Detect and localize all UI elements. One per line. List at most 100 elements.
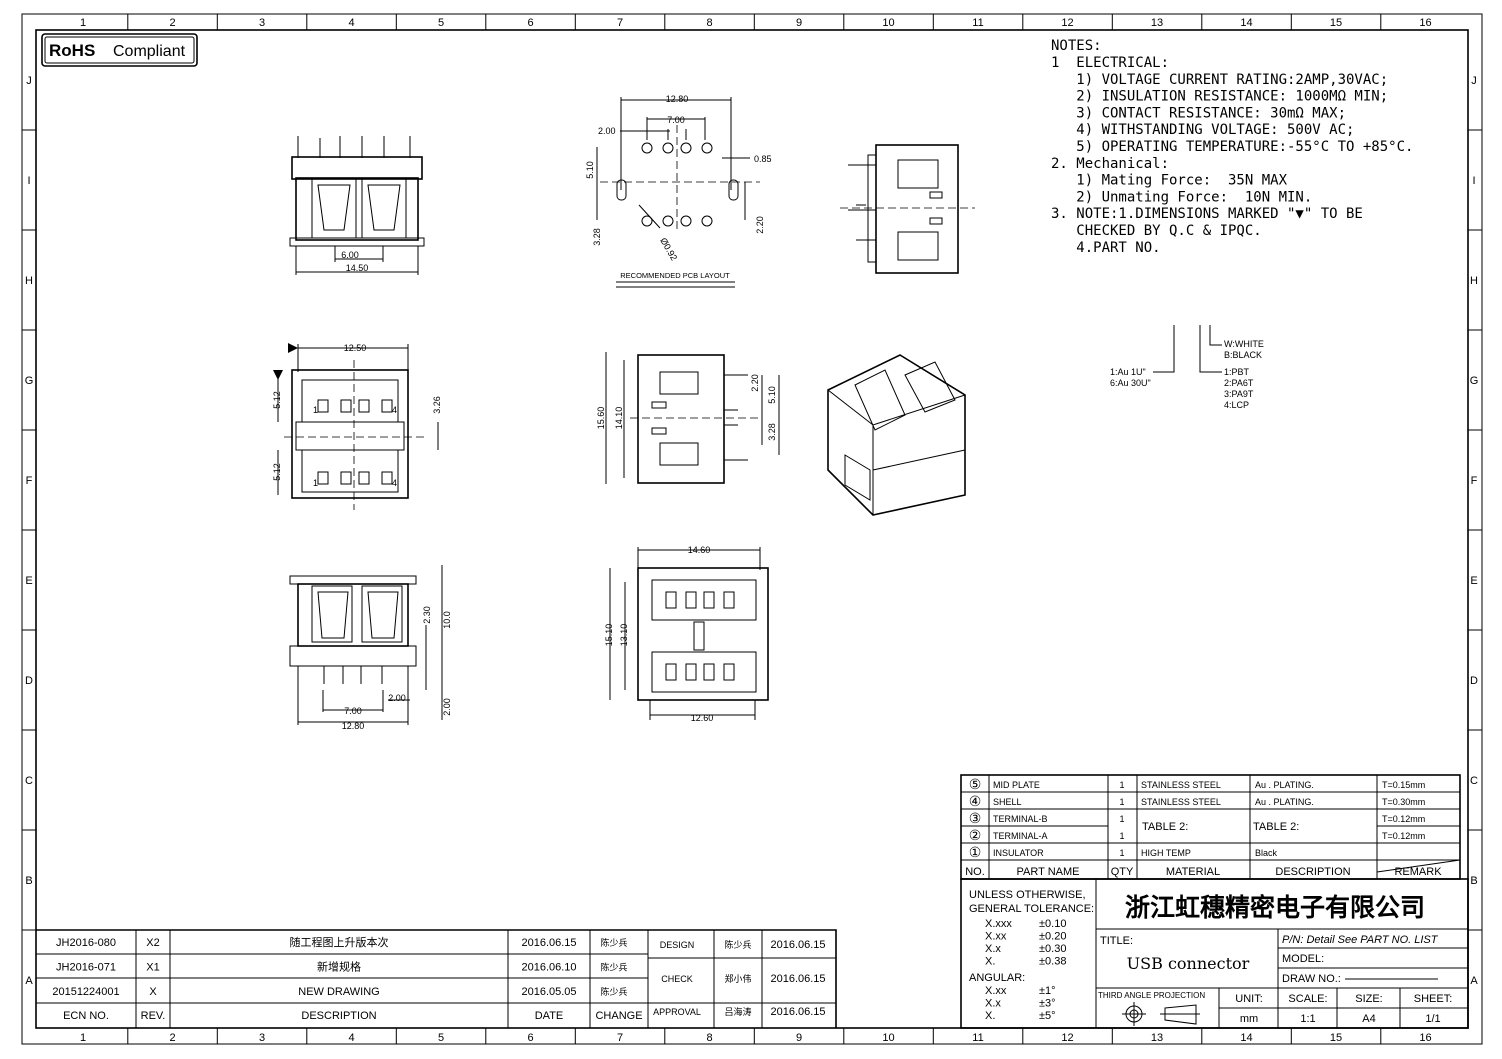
row-letter: G [1470, 375, 1479, 387]
bom-part-name: SHELL [993, 797, 1022, 807]
bom-material: HIGH TEMP [1141, 848, 1191, 858]
rev-header-date: DATE [535, 1010, 564, 1022]
bom-material: STAINLESS STEEL [1141, 780, 1221, 790]
rev-date: 2016.06.10 [521, 962, 576, 974]
approval-name: 吕海涛 [724, 1006, 751, 1017]
column-number: 7 [617, 17, 623, 29]
bottom-view: 14.60 15.10 13.10 12.60 [604, 545, 769, 723]
dim-label: 5.12 [272, 463, 282, 481]
bom-remark: T=0.12mm [1382, 814, 1425, 824]
approval-role: CHECK [661, 974, 693, 984]
tolerance-subtitle: GENERAL TOLERANCE: [969, 903, 1094, 915]
dim-label: 12.50 [344, 343, 367, 353]
dim-label: 10.0 [442, 611, 452, 629]
note-line: 2) INSULATION RESISTANCE: 1000MΩ MIN; [1051, 89, 1388, 105]
rev-date: 2016.06.15 [521, 937, 576, 949]
bom-part-name: INSULATOR [993, 848, 1044, 858]
row-letter: B [25, 875, 32, 887]
legend-plating: 6:Au 30U" [1110, 378, 1151, 388]
third-angle-projection-icon [1122, 1002, 1200, 1026]
drawing-title: USB connector [1127, 954, 1250, 973]
row-letter: E [25, 575, 32, 587]
bom-description: Au . PLATING. [1255, 797, 1314, 807]
front-view: 12.50 5.12 3.26 5.12 1 4 1 4 [272, 343, 442, 510]
approval-date: 2016.06.15 [770, 939, 825, 951]
approval-role: DESIGN [660, 940, 695, 950]
part-number: P/N: Detail See PART NO. LIST [1282, 934, 1439, 946]
bom-remark: T=0.15mm [1382, 780, 1425, 790]
title-label: TITLE: [1100, 935, 1133, 947]
column-number: 7 [617, 1032, 623, 1044]
tolerance-format: X.xx [985, 985, 1007, 997]
top-view: 6.00 14.50 [289, 136, 425, 275]
bom-header-part-name: PART NAME [1017, 866, 1080, 878]
column-number: 6 [527, 1032, 533, 1044]
unit-value: mm [1240, 1013, 1258, 1025]
note-line: 3) CONTACT RESISTANCE: 30mΩ MAX; [1051, 105, 1346, 121]
legend-material: 1:PBT [1224, 367, 1250, 377]
rev-date: 2016.05.05 [521, 986, 576, 998]
dim-label: 2.00 [598, 126, 616, 136]
legend-color: W:WHITE [1224, 339, 1264, 349]
column-number: 12 [1061, 1032, 1073, 1044]
dim-label: 7.00 [344, 706, 362, 716]
pin-label: 1 [313, 405, 318, 415]
dim-label: 14.60 [688, 545, 711, 555]
pcb-layout-view: 12.80 7.00 2.00 5.10 0.85 3.28 2.20 Ø0.9… [585, 94, 772, 288]
legend-color: B:BLACK [1224, 350, 1262, 360]
rev-ecn: JH2016-080 [56, 937, 116, 949]
row-letter: J [1471, 75, 1477, 87]
dim-label: 3.28 [592, 228, 602, 246]
tolerance-value: ±3° [1039, 998, 1056, 1010]
zone-markers: 1122334455667788991010111112121313141415… [22, 14, 1482, 1044]
note-line: 2. Mechanical: [1051, 156, 1169, 172]
dim-label: 2.00 [442, 698, 452, 716]
row-letter: H [25, 275, 33, 287]
bom-qty: 1 [1119, 780, 1124, 790]
tolerance-format: X.x [985, 943, 1001, 955]
approval-name: 陈少兵 [724, 939, 751, 950]
column-number: 16 [1419, 17, 1431, 29]
side-view: 15.60 14.10 2.20 5.10 3.28 [596, 352, 780, 484]
company-name: 浙江虹穗精密电子有限公司 [1125, 893, 1425, 922]
note-line: 3. NOTE:1.DIMENSIONS MARKED "▼" TO BE [1051, 206, 1363, 222]
rev-description: 随工程图上升版本次 [290, 935, 389, 949]
dim-label: 12.60 [691, 713, 714, 723]
row-letter: H [1470, 275, 1478, 287]
legend-material: 3:PA9T [1224, 389, 1254, 399]
column-number: 13 [1151, 17, 1163, 29]
column-number: 14 [1240, 17, 1252, 29]
inner-border [35, 29, 1469, 1029]
column-number: 8 [706, 17, 712, 29]
column-number: 13 [1151, 1032, 1163, 1044]
size-value: A4 [1362, 1013, 1375, 1025]
row-letter: J [26, 75, 32, 87]
column-number: 6 [527, 17, 533, 29]
size-label: SIZE: [1355, 993, 1383, 1005]
tolerance-value: ±0.30 [1039, 943, 1066, 955]
row-letter: E [1470, 575, 1477, 587]
approval-date: 2016.06.15 [770, 1006, 825, 1018]
column-number: 10 [882, 1032, 894, 1044]
title-block: UNLESS OTHERWISE, GENERAL TOLERANCE: X.x… [960, 878, 1469, 1029]
dim-label: 0.85 [754, 154, 772, 164]
bom-no: ③ [969, 810, 982, 826]
tolerance-value: ±1° [1039, 985, 1056, 997]
bom-no: ④ [969, 793, 982, 809]
outer-border [21, 13, 1483, 1045]
rev-description: 新增规格 [317, 960, 361, 974]
bom-no: ② [969, 827, 982, 843]
dim-label: 5.10 [767, 386, 777, 404]
scale-label: SCALE: [1288, 993, 1327, 1005]
sheet-value: 1/1 [1425, 1013, 1440, 1025]
rohs-badge: RoHS Compliant [41, 33, 198, 67]
column-number: 11 [972, 1032, 983, 1044]
dim-label: 14.10 [614, 407, 624, 430]
bom-desc-table2: TABLE 2: [1253, 821, 1299, 833]
approval-role: APPROVAL [653, 1007, 701, 1017]
side-view-top [840, 144, 975, 274]
bom-description: Black [1255, 848, 1278, 858]
note-line: 1 ELECTRICAL: [1051, 55, 1169, 71]
